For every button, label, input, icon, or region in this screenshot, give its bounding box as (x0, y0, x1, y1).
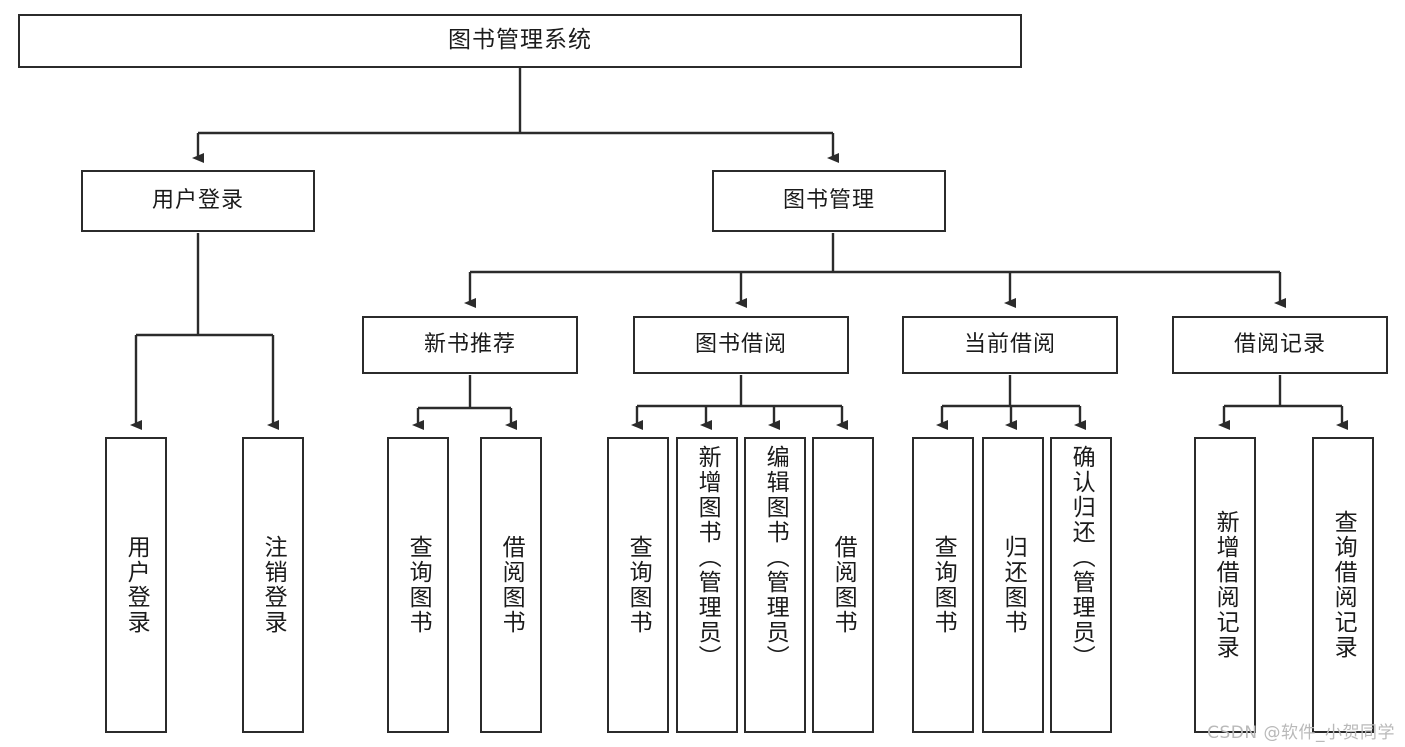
node-book-manage[interactable]: 图书管理 (712, 170, 946, 232)
node-leaf-return-book[interactable]: 归还图书 (982, 437, 1044, 733)
node-new-book-rec-label: 新书推荐 (423, 332, 516, 358)
node-book-borrow[interactable]: 图书借阅 (633, 316, 849, 374)
watermark: CSDN @软件_小贺同学 (1207, 723, 1395, 743)
node-leaf-borrow-book-2[interactable]: 借阅图书 (812, 437, 874, 733)
node-leaf-borrow-book-2-label: 借阅图书 (830, 535, 857, 635)
node-leaf-borrow-book-1[interactable]: 借阅图书 (480, 437, 542, 733)
node-borrow-record[interactable]: 借阅记录 (1172, 316, 1388, 374)
node-leaf-user-login[interactable]: 用户登录 (105, 437, 167, 733)
node-leaf-borrow-book-1-label: 借阅图书 (498, 535, 525, 635)
node-leaf-query-book-2[interactable]: 查询图书 (607, 437, 669, 733)
node-borrow-record-label: 借阅记录 (1233, 332, 1326, 358)
node-leaf-query-book-2-label: 查询图书 (625, 535, 652, 635)
node-root-label: 图书管理系统 (448, 27, 592, 54)
node-leaf-user-login-label: 用户登录 (123, 535, 150, 635)
node-leaf-add-record-label: 新增借阅记录 (1212, 510, 1239, 660)
node-user-login-label: 用户登录 (151, 188, 244, 214)
node-leaf-add-book-label: 新增图书（管理员） (694, 445, 721, 670)
node-leaf-edit-book-label: 编辑图书（管理员） (762, 445, 789, 670)
node-leaf-query-book-3-label: 查询图书 (930, 535, 957, 635)
node-leaf-add-record[interactable]: 新增借阅记录 (1194, 437, 1256, 733)
node-leaf-add-book[interactable]: 新增图书（管理员） (676, 437, 738, 733)
node-leaf-query-book-1-label: 查询图书 (405, 535, 432, 635)
node-book-manage-label: 图书管理 (782, 188, 875, 214)
node-leaf-query-book-1[interactable]: 查询图书 (387, 437, 449, 733)
node-leaf-logout-label: 注销登录 (260, 535, 287, 635)
node-leaf-query-record-label: 查询借阅记录 (1330, 510, 1357, 660)
node-root[interactable]: 图书管理系统 (18, 14, 1022, 68)
node-user-login[interactable]: 用户登录 (81, 170, 315, 232)
node-leaf-logout[interactable]: 注销登录 (242, 437, 304, 733)
node-book-borrow-label: 图书借阅 (694, 332, 787, 358)
node-new-book-rec[interactable]: 新书推荐 (362, 316, 578, 374)
node-current-borrow-label: 当前借阅 (963, 332, 1056, 358)
node-leaf-confirm-return[interactable]: 确认归还（管理员） (1050, 437, 1112, 733)
node-leaf-return-book-label: 归还图书 (1000, 535, 1027, 635)
node-leaf-edit-book[interactable]: 编辑图书（管理员） (744, 437, 806, 733)
node-leaf-confirm-return-label: 确认归还（管理员） (1068, 445, 1095, 670)
node-leaf-query-book-3[interactable]: 查询图书 (912, 437, 974, 733)
node-leaf-query-record[interactable]: 查询借阅记录 (1312, 437, 1374, 733)
node-current-borrow[interactable]: 当前借阅 (902, 316, 1118, 374)
